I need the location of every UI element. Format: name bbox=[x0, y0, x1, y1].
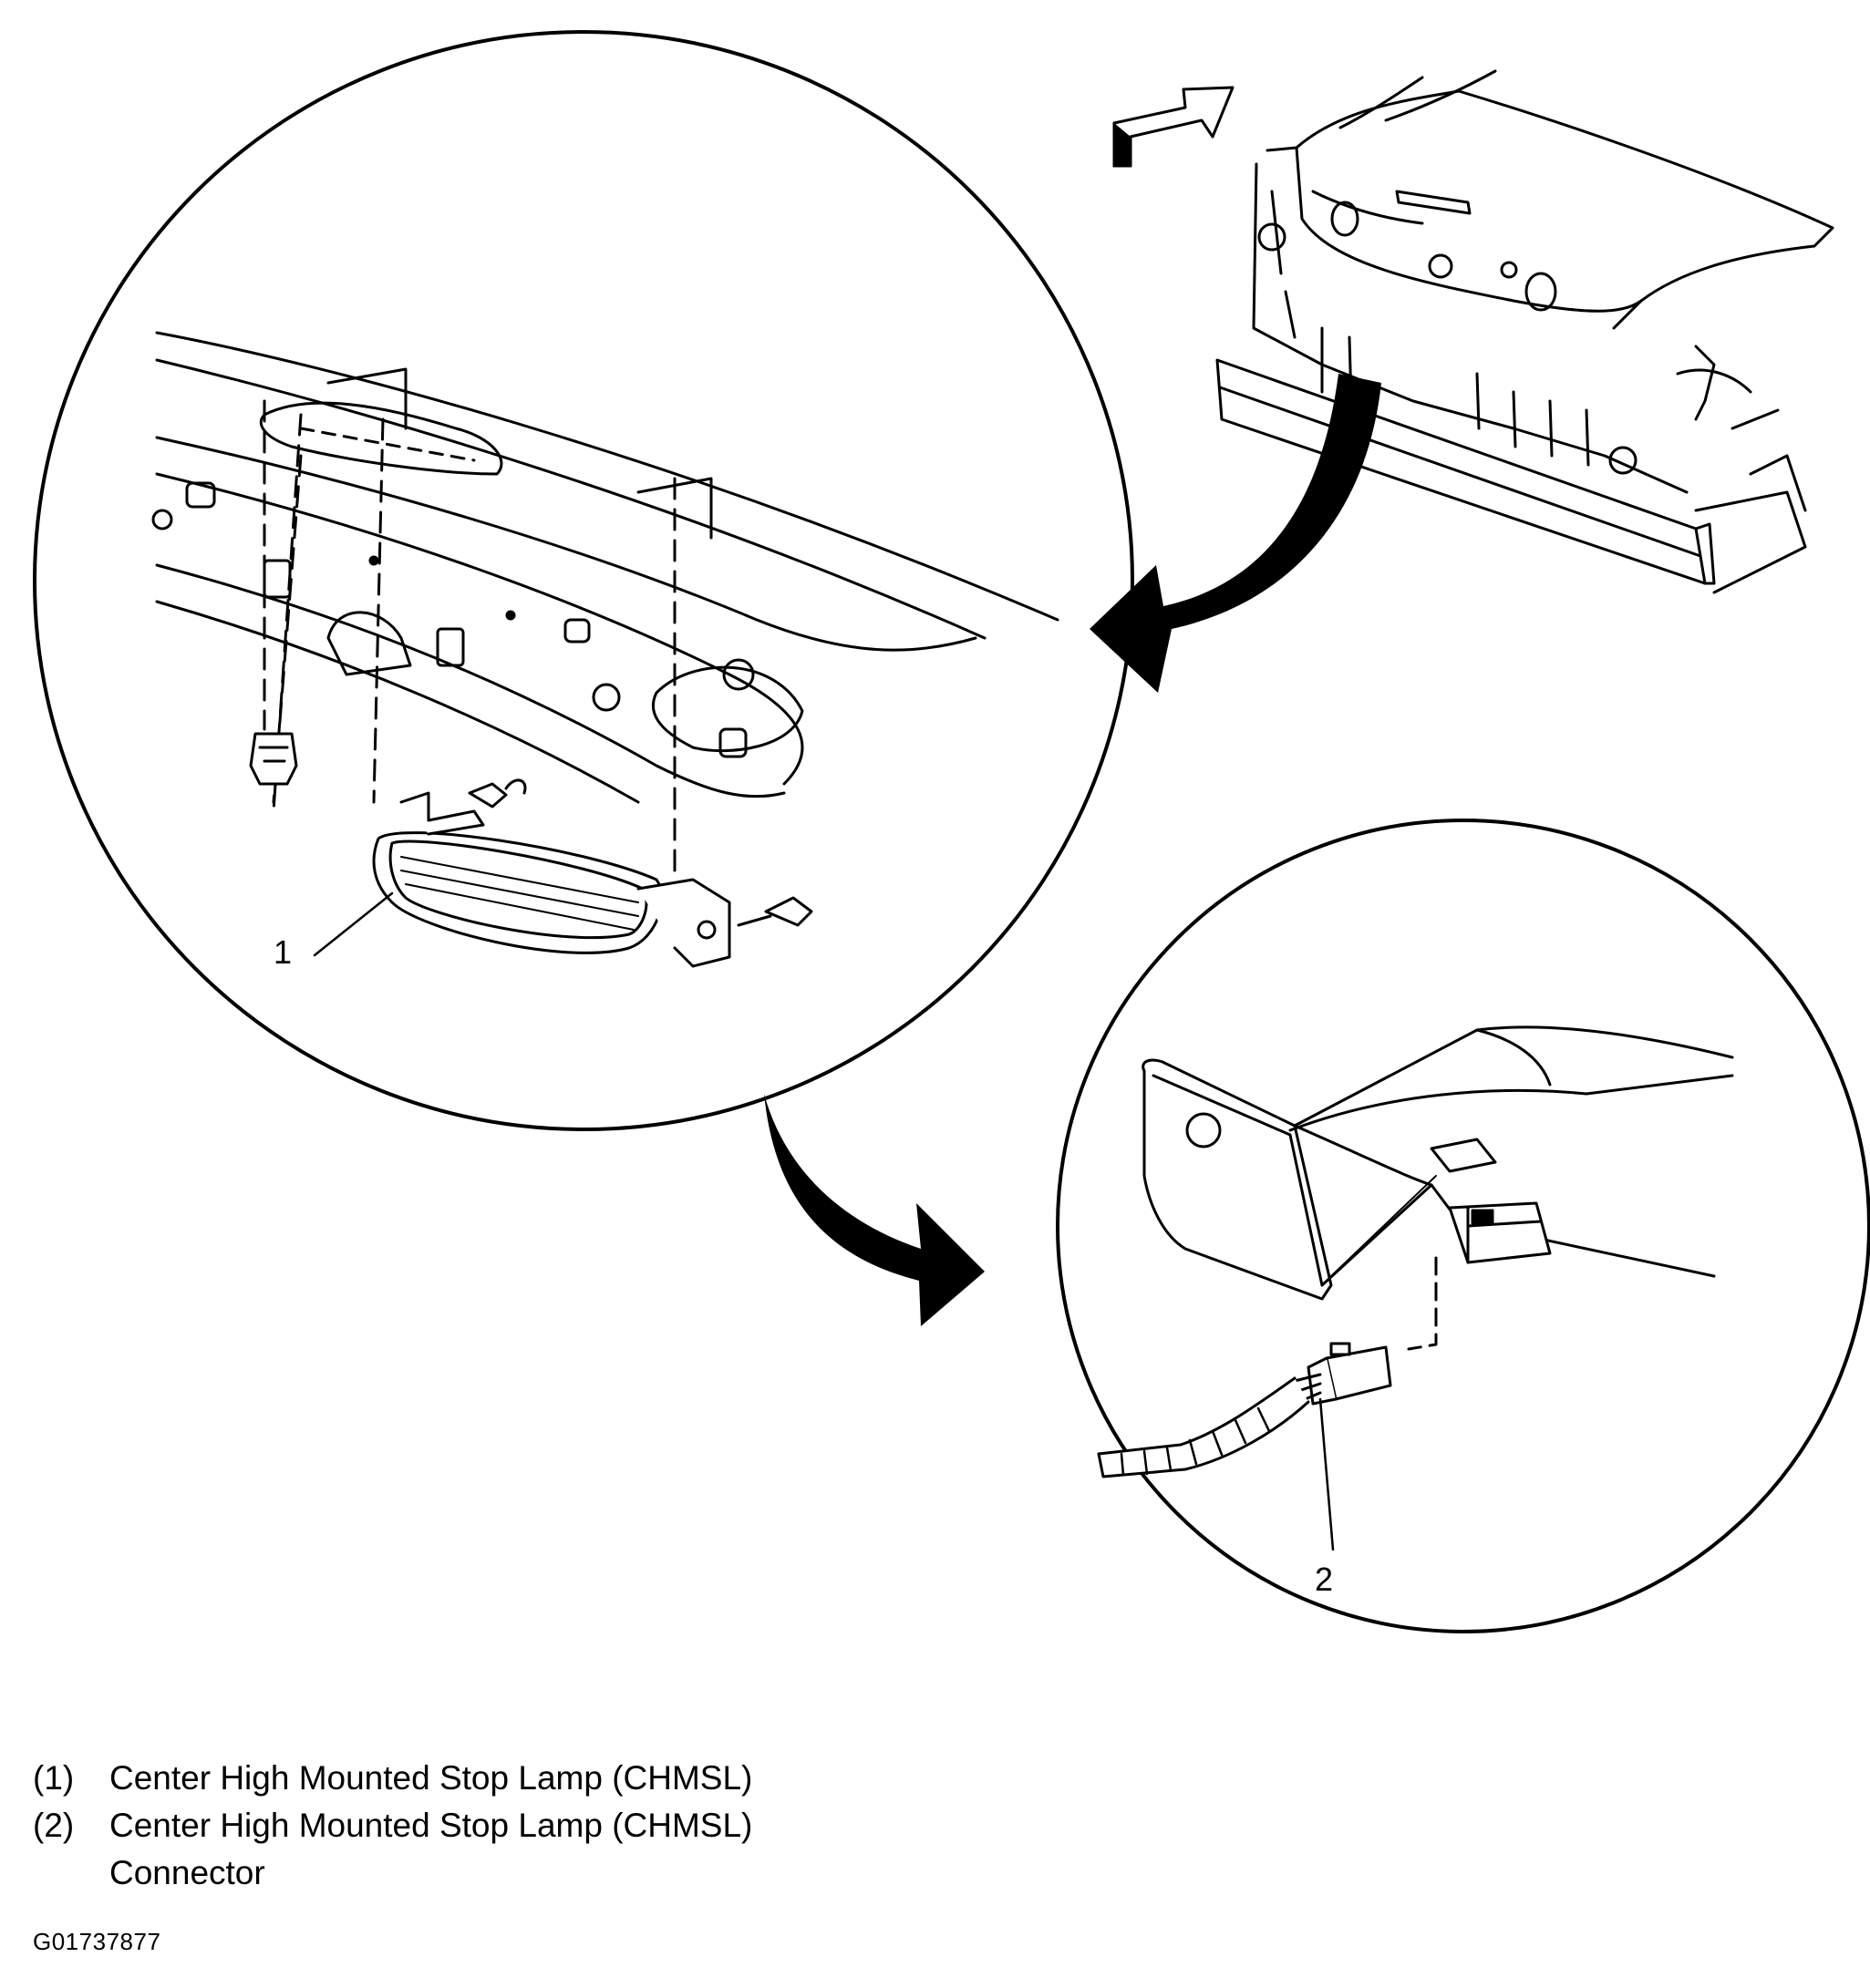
exploded-view-illustration: 1 2 bbox=[33, 30, 1870, 1633]
detail-arrow-overview-to-panel bbox=[1090, 374, 1381, 693]
legend-marker: (2) bbox=[33, 1807, 75, 1844]
legend-item-continuation: Connector bbox=[33, 1849, 752, 1897]
vehicle-rear-overview bbox=[1112, 69, 1834, 594]
legend-label: Center High Mounted Stop Lamp (CHMSL) bbox=[109, 1759, 753, 1797]
legend-spacer bbox=[33, 1849, 109, 1897]
legend: (1) Center High Mounted Stop Lamp (CHMSL… bbox=[33, 1755, 752, 1897]
lamp-mounting-detail bbox=[33, 30, 1134, 1131]
legend-item: (2) Center High Mounted Stop Lamp (CHMSL… bbox=[33, 1802, 752, 1849]
connector-detail bbox=[1056, 819, 1870, 1633]
legend-label: Center High Mounted Stop Lamp (CHMSL) bbox=[109, 1807, 753, 1844]
legend-label-continued: Connector bbox=[109, 1854, 265, 1891]
callout-2: 2 bbox=[1315, 1561, 1333, 1598]
detail-arrow-panel-to-connector bbox=[764, 1094, 985, 1326]
legend-item: (1) Center High Mounted Stop Lamp (CHMSL… bbox=[33, 1755, 752, 1802]
callout-1: 1 bbox=[274, 933, 292, 971]
view-direction-arrow bbox=[1112, 86, 1235, 168]
legend-marker: (1) bbox=[33, 1759, 75, 1797]
figure-id: G01737877 bbox=[33, 1928, 161, 1955]
